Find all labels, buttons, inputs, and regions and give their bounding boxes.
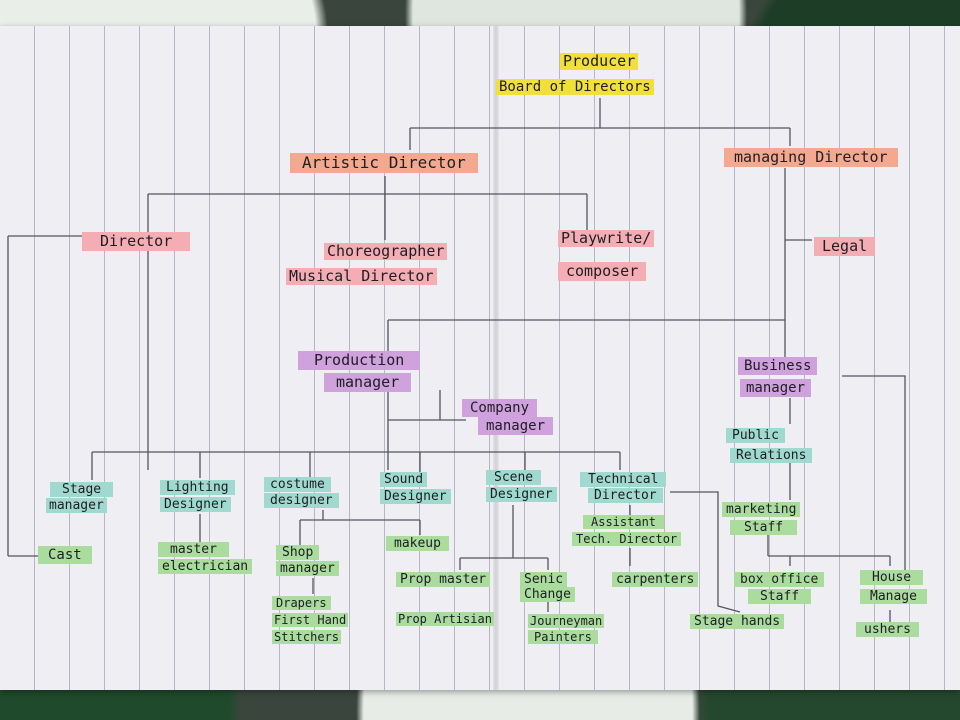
- makeup-label: makeup: [386, 536, 449, 551]
- producer-label: Producer: [560, 53, 639, 70]
- board-of-directors-label: Board of Directors: [496, 79, 654, 95]
- marketing-staff-label-line2: Staff: [730, 520, 798, 535]
- business-manager-label-line1: Business: [738, 357, 818, 375]
- scene-designer-label-line2: Designer: [486, 487, 557, 502]
- house-manager-label-line1: House: [860, 570, 924, 585]
- composer-label: composer: [558, 262, 647, 281]
- shop-manager-label-line2: manager: [276, 561, 339, 576]
- journeyman-painters-label-line2: Painters: [528, 630, 598, 644]
- prop-master-label: Prop master: [396, 572, 491, 587]
- sound-designer-label-line1: Sound: [380, 472, 428, 487]
- drapers-label-line2: First Hand: [272, 613, 349, 627]
- scenic-change-label-line1: Senic: [520, 572, 568, 587]
- stage-manager-label-line1: Stage: [50, 482, 114, 497]
- journeyman-painters-label-line1: Journeyman: [528, 614, 605, 628]
- marketing-staff-label-line1: marketing: [722, 502, 801, 517]
- public-relations-label-line2: Relations: [730, 448, 813, 463]
- scene-designer-label-line1: Scene: [486, 470, 542, 485]
- company-manager-label-line2: manager: [478, 417, 554, 435]
- master-electrician-label-line2: electrician: [158, 559, 253, 574]
- scenic-change-label-line2: Change: [520, 587, 575, 602]
- technical-director-label-line1: Technical: [580, 472, 667, 487]
- legal-label: Legal: [814, 237, 876, 256]
- business-manager-label-line2: manager: [740, 379, 812, 397]
- drapers-label-line3: Stitchers: [272, 630, 342, 644]
- carpenters-label: carpenters: [612, 572, 699, 587]
- company-manager-label-line1: Company: [462, 399, 538, 417]
- artistic-director-label: Artistic Director: [290, 153, 478, 173]
- ushers-label: ushers: [856, 622, 919, 637]
- box-office-label-line2: Staff: [748, 589, 812, 604]
- stage-hands-label: Stage hands: [690, 614, 785, 629]
- musical-director-label: Musical Director: [286, 268, 437, 285]
- public-relations-label-line1: Public: [726, 428, 785, 443]
- assistant-tech-director-label-line2: Tech. Director: [572, 532, 682, 546]
- shop-manager-label-line1: Shop: [276, 545, 320, 560]
- house-manager-label-line2: Manage: [860, 589, 927, 604]
- director-label: Director: [82, 232, 191, 251]
- stage-manager-label-line2: manager: [46, 498, 107, 513]
- production-manager-label-line2: manager: [324, 373, 412, 392]
- sound-designer-label-line2: Designer: [380, 489, 451, 504]
- lighting-designer-label-line2: Designer: [160, 497, 231, 512]
- prop-artisan-label: Prop Artisian: [396, 612, 494, 626]
- box-office-label-line1: box office: [734, 572, 825, 587]
- drapers-label-line1: Drapers: [272, 596, 331, 610]
- assistant-tech-director-label-line1: Assistant: [583, 515, 665, 529]
- technical-director-label-line2: Director: [588, 488, 663, 503]
- managing-director-label: managing Director: [724, 148, 898, 167]
- costume-designer-label-line1: costume: [264, 477, 331, 492]
- costume-designer-label-line2: designer: [264, 493, 339, 508]
- master-electrician-label-line1: master: [158, 542, 229, 557]
- paper-fold: [493, 26, 499, 690]
- production-manager-label-line1: Production: [298, 351, 421, 370]
- playwrite-label: Playwrite/: [558, 230, 655, 247]
- choreographer-label: Choreographer: [324, 243, 448, 260]
- cast-label: Cast: [38, 546, 92, 564]
- lighting-designer-label-line1: Lighting: [160, 480, 235, 495]
